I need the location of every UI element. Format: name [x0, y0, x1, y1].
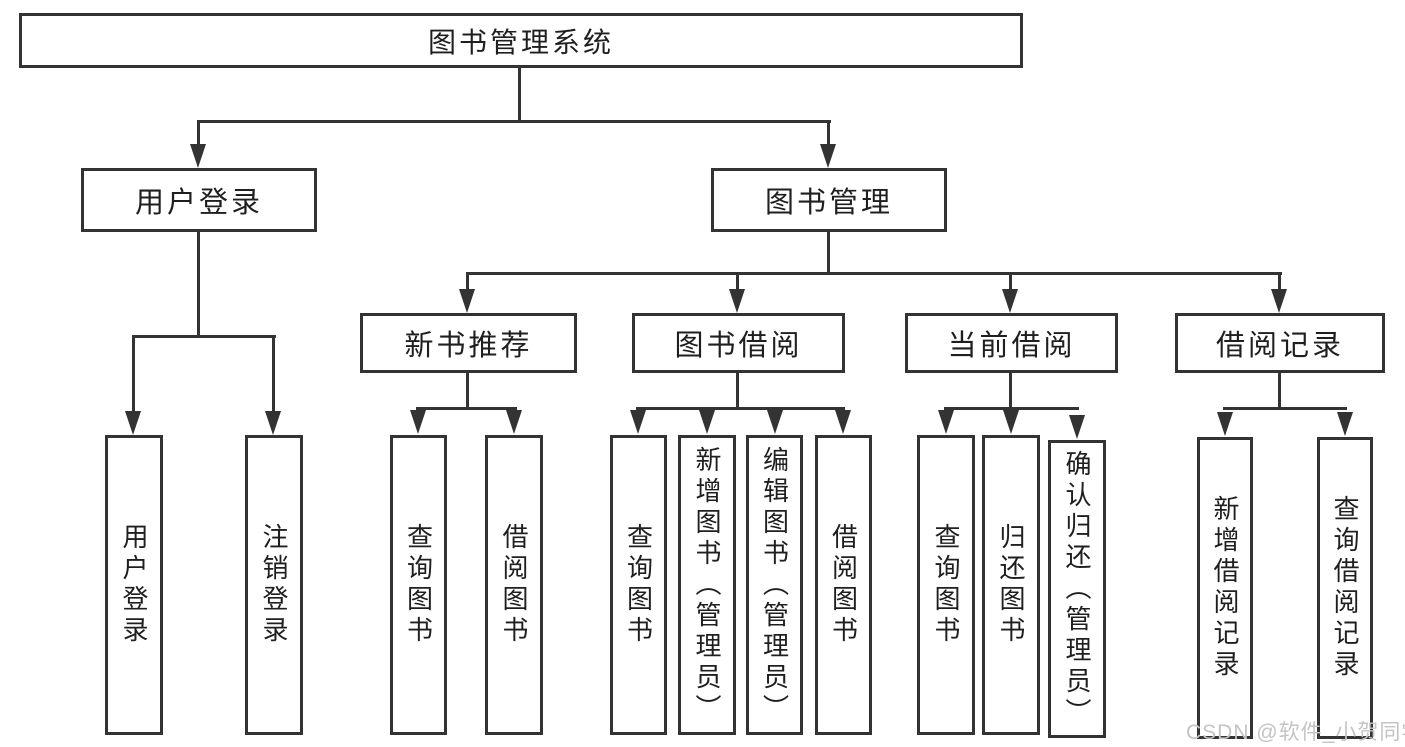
connector-line: [466, 272, 1282, 275]
leaf-return-books: 归还图书: [982, 435, 1040, 735]
leaf-borrow-borrow-books: 借阅图书: [815, 435, 872, 735]
connector-line: [1278, 373, 1281, 410]
arrowhead-down: [835, 410, 851, 434]
arrowhead-down: [410, 410, 426, 434]
node-book-mgmt: 图书管理: [711, 168, 947, 232]
node-current-borrow: 当前借阅: [905, 313, 1118, 373]
connector-line: [132, 338, 135, 413]
arrowhead-down: [1069, 415, 1085, 439]
leaf-user-login-label: 用户登录: [119, 523, 149, 647]
arrowhead-down: [1271, 289, 1287, 313]
connector-line: [736, 373, 739, 410]
leaf-rec-borrow-books-label: 借阅图书: [499, 523, 529, 647]
leaf-user-login: 用户登录: [105, 435, 163, 735]
arrowhead-down: [506, 410, 522, 434]
connector-line: [1223, 407, 1347, 410]
leaf-return-books-label: 归还图书: [996, 523, 1026, 647]
leaf-query-borrow-record: 查询借阅记录: [1317, 437, 1373, 739]
leaf-edit-books-admin-label: 编辑图书（管理员）: [759, 445, 790, 725]
node-book-borrow: 图书借阅: [632, 313, 845, 373]
leaf-rec-query-books: 查询图书: [390, 435, 447, 735]
connector-line: [132, 335, 276, 338]
connector-line: [518, 68, 521, 122]
leaf-add-borrow-record: 新增借阅记录: [1197, 437, 1253, 739]
leaf-confirm-return-admin: 确认归还（管理员）: [1048, 440, 1106, 738]
node-current-borrow-label: 当前借阅: [947, 330, 1076, 362]
node-book-borrow-label: 图书借阅: [674, 330, 803, 362]
connector-line: [827, 232, 830, 274]
leaf-current-query-books-label: 查询图书: [931, 523, 961, 647]
connector-line: [827, 121, 830, 147]
arrowhead-down: [190, 144, 206, 168]
leaf-current-query-books: 查询图书: [917, 435, 975, 735]
node-borrow-record: 借阅记录: [1175, 313, 1385, 373]
connector-line: [272, 338, 275, 413]
leaf-borrow-borrow-books-label: 借阅图书: [828, 523, 859, 647]
arrowhead-down: [699, 410, 715, 434]
leaf-rec-borrow-books: 借阅图书: [485, 435, 543, 735]
connector-line: [466, 275, 469, 291]
leaf-add-books-admin-label: 新增图书（管理员）: [692, 445, 722, 725]
node-user-login-label: 用户登录: [134, 187, 263, 219]
leaf-logout-label: 注销登录: [259, 523, 289, 647]
node-user-login: 用户登录: [81, 168, 317, 232]
arrowhead-down: [125, 411, 141, 435]
leaf-add-books-admin: 新增图书（管理员）: [678, 435, 736, 735]
node-new-book-rec-label: 新书推荐: [404, 330, 533, 362]
connector-line: [466, 373, 469, 410]
leaf-edit-books-admin: 编辑图书（管理员）: [746, 435, 803, 735]
arrowhead-down: [938, 410, 954, 434]
node-borrow-record-label: 借阅记录: [1215, 330, 1344, 362]
connector-line: [636, 407, 845, 410]
arrowhead-down: [265, 411, 281, 435]
watermark: CSDN @软件_小贺同学: [1186, 721, 1405, 744]
connector-line: [1009, 275, 1012, 291]
arrowhead-down: [767, 410, 783, 434]
leaf-borrow-query-books: 查询图书: [610, 435, 667, 735]
leaf-query-borrow-record-label: 查询借阅记录: [1330, 495, 1360, 681]
arrowhead-down: [630, 410, 646, 434]
arrowhead-down: [1003, 410, 1019, 434]
connector-line: [736, 275, 739, 291]
leaf-borrow-query-books-label: 查询图书: [623, 523, 654, 647]
node-root-label: 图书管理系统: [427, 26, 614, 58]
arrowhead-down: [729, 289, 745, 313]
node-root: 图书管理系统: [19, 13, 1023, 68]
arrowhead-down: [459, 289, 475, 313]
connector-line: [1009, 373, 1012, 410]
arrowhead-down: [820, 144, 836, 168]
connector-line: [197, 121, 200, 147]
arrowhead-down: [1337, 412, 1353, 436]
connector-line: [944, 407, 1079, 410]
leaf-logout: 注销登录: [245, 435, 303, 735]
leaf-confirm-return-admin-label: 确认归还（管理员）: [1062, 449, 1092, 729]
leaf-add-borrow-record-label: 新增借阅记录: [1210, 495, 1240, 681]
leaf-rec-query-books-label: 查询图书: [403, 523, 434, 647]
node-book-mgmt-label: 图书管理: [764, 187, 893, 219]
connector-line: [1278, 275, 1281, 291]
connector-line: [197, 120, 831, 123]
arrowhead-down: [1217, 412, 1233, 436]
connector-line: [197, 232, 200, 338]
node-new-book-rec: 新书推荐: [360, 313, 577, 373]
connector-line: [416, 407, 517, 410]
arrowhead-down: [1002, 289, 1018, 313]
